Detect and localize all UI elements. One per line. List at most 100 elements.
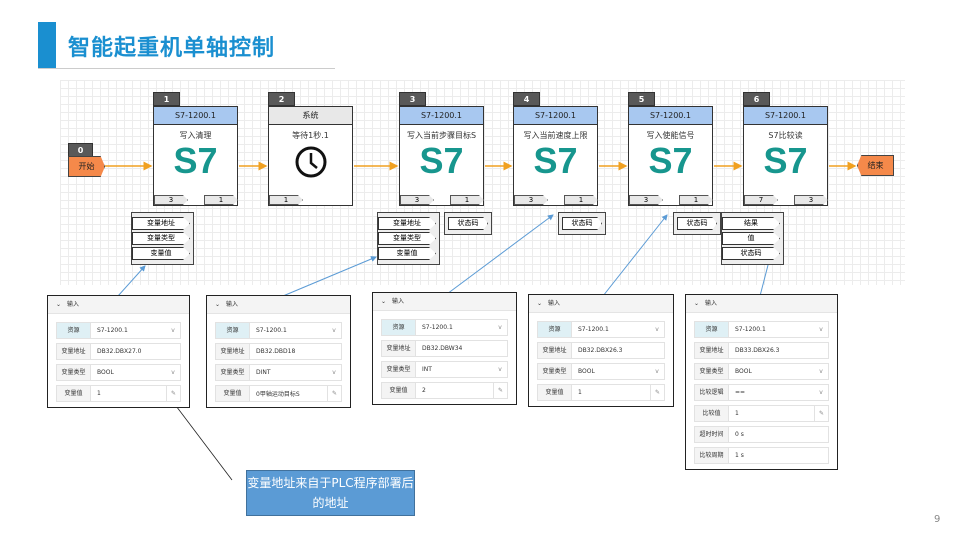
field-value[interactable]: DB32.DBX27.0 — [97, 348, 142, 355]
dropdown-chevron-icon[interactable]: v — [498, 324, 502, 331]
dropdown-chevron-icon[interactable]: v — [171, 327, 175, 334]
edit-pencil-icon[interactable]: ✎ — [650, 385, 664, 400]
status-code-item[interactable]: 状态码 — [448, 217, 488, 230]
field-value[interactable]: DINT — [256, 369, 271, 376]
panel-header[interactable]: ⌄输入 — [373, 293, 516, 311]
dropdown-chevron-icon[interactable]: v — [819, 326, 823, 333]
input-port[interactable]: 3 — [629, 195, 663, 205]
status-code-item[interactable]: 状态码 — [677, 217, 717, 230]
field-value[interactable]: 1 — [578, 389, 582, 396]
edit-pencil-icon[interactable]: ✎ — [327, 386, 341, 401]
dropdown-chevron-icon[interactable]: v — [655, 326, 659, 333]
output-item[interactable]: 状态码 — [722, 247, 780, 260]
output-item[interactable]: 变量地址 — [378, 217, 436, 230]
chevron-down-icon[interactable]: ⌄ — [537, 300, 543, 307]
field-value[interactable]: BOOL — [97, 369, 114, 376]
field-value[interactable]: S7-1200.1 — [97, 327, 128, 334]
field-value[interactable]: DB32.DBD18 — [256, 348, 296, 355]
field-value[interactable]: 1 s — [735, 452, 744, 459]
panel-header[interactable]: ⌄输入 — [207, 296, 350, 314]
dropdown-chevron-icon[interactable]: v — [498, 366, 502, 373]
field-value[interactable]: 0 s — [735, 431, 744, 438]
field-value[interactable]: S7-1200.1 — [735, 326, 766, 333]
output-item[interactable]: 变量类型 — [378, 232, 436, 245]
chevron-down-icon[interactable]: ⌄ — [381, 298, 387, 305]
output-port[interactable]: 1 — [450, 195, 484, 205]
output-port[interactable]: 3 — [794, 195, 828, 205]
field-value[interactable]: DB32.DBX26.3 — [578, 347, 623, 354]
field-value[interactable]: S7-1200.1 — [256, 327, 287, 334]
input-port[interactable]: 7 — [744, 195, 778, 205]
input-port[interactable]: 3 — [514, 195, 548, 205]
field-value[interactable]: BOOL — [578, 368, 595, 375]
input-port[interactable]: 3 — [400, 195, 434, 205]
output-port[interactable]: 1 — [204, 195, 238, 205]
field-value[interactable]: 0甲轴运动目标S — [256, 391, 300, 398]
field-value[interactable]: BOOL — [735, 368, 752, 375]
field-value[interactable]: S7-1200.1 — [422, 324, 453, 331]
output-item[interactable]: 结果 — [722, 217, 780, 230]
output-item[interactable]: 值 — [722, 232, 780, 245]
field-value[interactable]: DB33.DBX26.3 — [735, 347, 780, 354]
chevron-down-icon[interactable]: ⌄ — [694, 300, 700, 307]
output-item[interactable]: 变量类型 — [132, 232, 190, 245]
field-value[interactable]: INT — [422, 366, 432, 373]
output-port[interactable]: 1 — [679, 195, 713, 205]
chevron-down-icon[interactable]: ⌄ — [215, 301, 221, 308]
end-node[interactable]: 结束 — [857, 155, 894, 176]
dropdown-chevron-icon[interactable]: v — [332, 369, 336, 376]
dropdown-chevron-icon[interactable]: v — [171, 369, 175, 376]
start-node[interactable]: 开始 — [68, 156, 105, 177]
dropdown-chevron-icon[interactable]: v — [819, 368, 823, 375]
chevron-down-icon[interactable]: ⌄ — [56, 301, 62, 308]
dropdown-chevron-icon[interactable]: v — [655, 368, 659, 375]
input-port[interactable]: 1 — [269, 195, 303, 205]
edit-pencil-icon[interactable]: ✎ — [166, 386, 180, 401]
field-value[interactable]: 1 — [97, 390, 101, 397]
panel-header[interactable]: ⌄输入 — [48, 296, 189, 314]
field-value[interactable]: DB32.DBW34 — [422, 345, 463, 352]
output-item[interactable]: 变量地址 — [132, 217, 190, 230]
input-port[interactable]: 3 — [154, 195, 188, 205]
field-value[interactable]: 2 — [422, 387, 426, 394]
panel-header[interactable]: ⌄输入 — [529, 295, 673, 313]
status-code-item[interactable]: 状态码 — [562, 217, 602, 230]
output-port[interactable]: 1 — [564, 195, 598, 205]
edit-pencil-icon[interactable]: ✎ — [493, 383, 507, 398]
dropdown-chevron-icon[interactable]: v — [332, 327, 336, 334]
edit-pencil-icon[interactable]: ✎ — [814, 406, 828, 421]
output-item[interactable]: 变量值 — [132, 247, 190, 260]
output-item[interactable]: 变量值 — [378, 247, 436, 260]
panel-header[interactable]: ⌄输入 — [686, 295, 837, 313]
field-value[interactable]: S7-1200.1 — [578, 326, 609, 333]
field-row[interactable]: 比较逻辑==v — [694, 384, 829, 401]
field-value[interactable]: == — [735, 389, 746, 396]
